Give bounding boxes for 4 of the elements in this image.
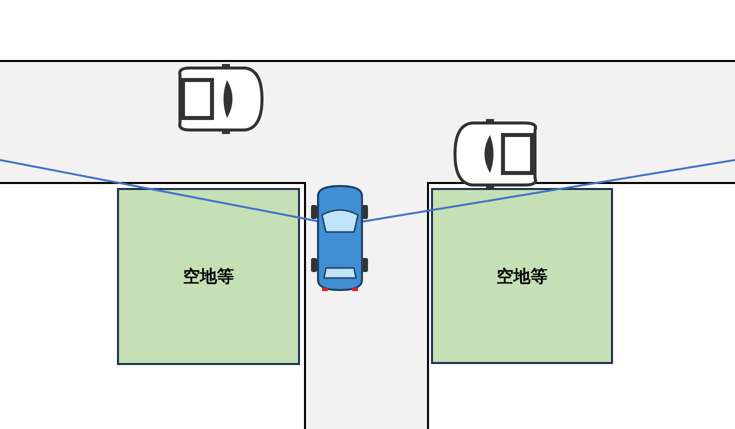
lot-label: 空地等 [183, 266, 234, 288]
lot-label: 空地等 [496, 266, 548, 288]
lot-box [431, 188, 613, 364]
lot-box [117, 188, 300, 365]
